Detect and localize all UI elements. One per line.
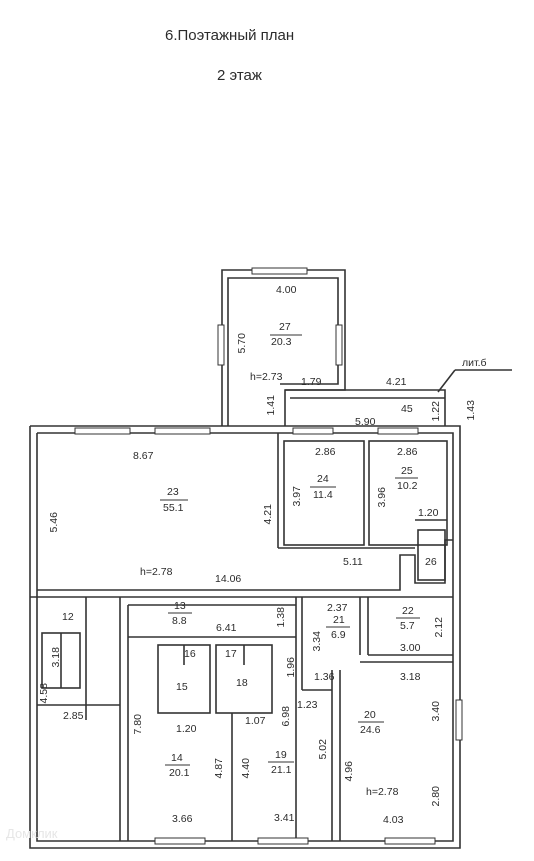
dim-label: 2.85 (63, 710, 84, 722)
room-15-label: 15 (176, 681, 188, 693)
dim-label: 5.90 (355, 416, 376, 428)
room-27-area: 20.3 (271, 336, 292, 348)
dim-label: 4.40 (239, 758, 252, 779)
dim-label: 3.00 (400, 642, 421, 654)
dim-label: 1.38 (274, 607, 287, 628)
room-20-number: 20 (364, 709, 376, 721)
room-20-area: 24.6 (360, 724, 381, 736)
dim-label: 14.06 (215, 573, 242, 585)
dim-label: 4.58 (37, 683, 50, 704)
dim-label: 1.36 (314, 671, 335, 683)
dim-label: 4.96 (342, 761, 355, 782)
room-14-area: 20.1 (169, 767, 190, 779)
room-27-number: 27 (279, 321, 291, 333)
dim-label: 4.87 (212, 758, 225, 779)
dim-label: 3.40 (429, 701, 442, 722)
dim-label: 2.37 (327, 602, 348, 614)
dim-label: 5.46 (47, 512, 60, 533)
dim-label: 2.86 (315, 446, 336, 458)
room-22-area: 5.7 (400, 620, 415, 632)
dim-label: 2.80 (429, 786, 442, 807)
dim-label: 3.66 (172, 813, 193, 825)
dim-label: 2.86 (397, 446, 418, 458)
dim-label: 3.34 (310, 631, 323, 652)
room-26-label: 26 (425, 556, 437, 568)
dim-label: 5.70 (235, 333, 248, 354)
room-18-label: 18 (236, 677, 248, 689)
dim-label: 1.22 (429, 401, 442, 422)
room-16-label: 16 (184, 648, 196, 660)
dim-label: 3.18 (49, 647, 62, 668)
dim-label: 1.23 (297, 699, 318, 711)
room-19-area: 21.1 (271, 764, 292, 776)
height-label-23: h=2.78 (140, 566, 173, 578)
lit-b-label: лит.б (462, 357, 487, 369)
dim-label: 4.00 (276, 284, 297, 296)
plan-title: 6.Поэтажный план (165, 27, 295, 44)
room-13-area: 8.8 (172, 615, 187, 627)
room-21-number: 21 (333, 614, 345, 626)
dim-label: 3.18 (400, 671, 421, 683)
dim-label: 4.21 (386, 376, 407, 388)
height-label-27: h=2.73 (250, 371, 283, 383)
room-17-label: 17 (225, 648, 237, 660)
room-24-number: 24 (317, 473, 329, 485)
dim-label: 1.43 (464, 400, 477, 421)
dim-label: 6.98 (279, 706, 292, 727)
dim-label: 1.41 (264, 395, 277, 416)
dim-label: 3.41 (274, 812, 295, 824)
room-25-area: 10.2 (397, 480, 418, 492)
room-24-area: 11.4 (313, 489, 333, 501)
room-13-number: 13 (174, 600, 186, 612)
dim-label: 2.12 (432, 617, 445, 638)
floor-label: 2 этаж (217, 67, 262, 84)
dim-label: 8.67 (133, 450, 154, 462)
dim-label: 5.02 (316, 739, 329, 760)
room-22-number: 22 (402, 605, 414, 617)
dim-label: 6.41 (216, 622, 237, 634)
dim-label: 1.79 (301, 376, 322, 388)
height-label-20: h=2.78 (366, 786, 399, 798)
room-21-area: 6.9 (331, 629, 346, 641)
dim-label: 7.80 (131, 714, 144, 735)
room-14-number: 14 (171, 752, 183, 764)
dim-label: 1.20 (418, 507, 439, 519)
dim-label: 1.96 (284, 657, 297, 678)
room-45-label: 45 (401, 403, 413, 415)
room-23-number: 23 (167, 486, 179, 498)
dim-label: 4.21 (261, 504, 274, 525)
room-19-number: 19 (275, 749, 287, 761)
dim-label: 1.20 (176, 723, 197, 735)
watermark: Домклик (6, 826, 58, 841)
dim-label: 5.11 (343, 556, 363, 568)
dim-label: 1.07 (245, 715, 266, 727)
dim-label: 3.96 (375, 487, 388, 508)
room-12-label: 12 (62, 611, 74, 623)
room-23-area: 55.1 (163, 502, 184, 514)
room-25-number: 25 (401, 465, 413, 477)
dim-label: 4.03 (383, 814, 404, 826)
dim-label: 3.97 (290, 486, 303, 507)
